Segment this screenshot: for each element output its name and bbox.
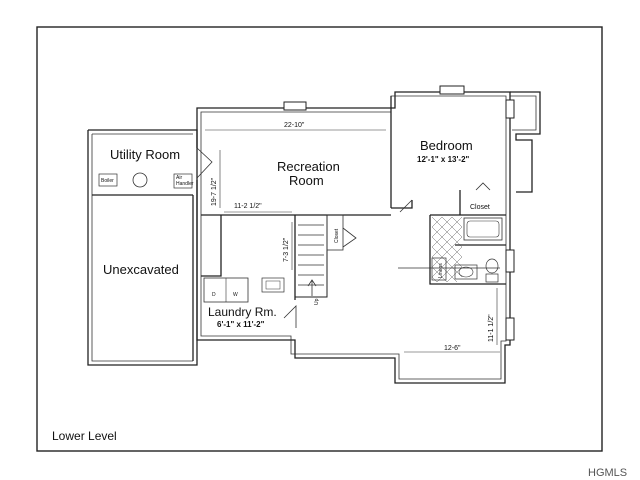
dimension-lines [205,129,500,353]
recreation-room-label-1: Recreation [277,159,340,174]
watermark: HGMLS [588,467,627,479]
rec-width-dim: 22-10" [284,122,305,129]
air-handler-label-1: Air [176,175,182,181]
plan-frame [36,26,603,452]
linens-label: Linens [438,263,444,278]
bath-tile-floor [431,217,503,283]
bedroom-label: Bedroom [420,138,473,153]
interior-walls [201,96,506,328]
air-handler-label-2: Handler [176,181,194,187]
boiler-label: Boiler [101,178,114,184]
rec-inner-dim: 11-2 1/2" [234,203,262,210]
hall-width-dim: 12-6" [444,345,461,352]
dryer-label: D [212,292,216,298]
plan-caption: Lower Level [52,429,117,443]
hall-depth-dim: 11-1 1/2" [488,314,495,342]
utility-room [87,129,213,366]
recreation-room-label-2: Room [289,173,324,188]
laundry-room-label: Laundry Rm. [208,305,277,319]
laundry-depth-dim: 7-3 1/2" [283,237,290,262]
stair-closet-label: Closet [334,228,340,243]
stair-up-label: Up [314,298,320,305]
rec-depth-dim: 19-7 1/2" [211,177,218,206]
unexcavated-label: Unexcavated [103,262,179,277]
utility-room-label: Utility Room [110,147,180,162]
laundry-room-size: 6'-1" x 11'-2" [217,320,265,329]
bedroom-size: 12'-1" x 13'-2" [417,155,470,164]
washer-label: W [233,292,238,298]
closet-label: Closet [470,204,490,211]
